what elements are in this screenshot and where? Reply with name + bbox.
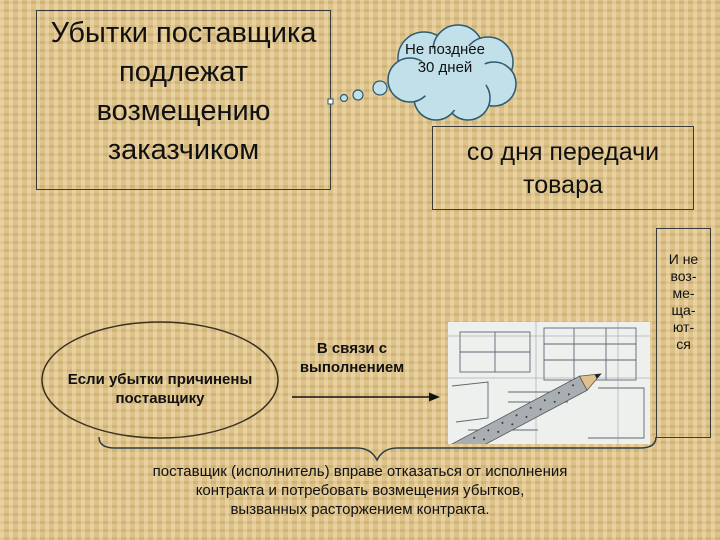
main-statement-line: заказчиком <box>107 134 260 166</box>
condition-ellipse <box>41 321 279 439</box>
not-reimbursed-text: И не воз- ме- ща- ют- ся <box>656 251 711 353</box>
condition-text: Если убытки причинены поставщику <box>44 370 276 408</box>
main-statement-line: возмещению <box>96 95 271 127</box>
date-text: со дня передачи товара <box>432 136 694 202</box>
thought-bubble-large <box>372 80 388 96</box>
arrow-label: В связи с выполнением <box>282 339 422 377</box>
arrow-label-line: В связи с <box>316 340 388 357</box>
condition-line: Если убытки причинены <box>67 371 253 388</box>
bottom-line: поставщик (исполнитель) вправе отказатьс… <box>152 463 568 480</box>
cloud-text: Не позднее 30 дней <box>398 41 492 77</box>
not-reimbursed-line: ща- <box>671 302 696 318</box>
bottom-statement: поставщик (исполнитель) вправе отказатьс… <box>90 462 630 519</box>
pencil <box>448 373 602 444</box>
blueprint-with-pencil-image <box>448 322 650 444</box>
cloud-line: 30 дней <box>417 59 473 76</box>
thought-cloud <box>327 24 517 121</box>
not-reimbursed-line: ся <box>676 336 691 352</box>
bottom-line: вызванных расторжением контракта. <box>230 501 490 518</box>
thought-bubble-medium <box>352 89 364 101</box>
thought-bubble-small <box>339 93 349 103</box>
right-arrow <box>292 392 440 402</box>
main-statement-line: подлежат <box>118 56 248 88</box>
curly-brace <box>98 436 657 462</box>
condition-line: поставщику <box>115 390 205 407</box>
not-reimbursed-line: воз- <box>670 268 697 284</box>
date-line: товара <box>523 171 603 199</box>
bottom-line: контракта и потребовать возмещения убытк… <box>195 482 525 499</box>
not-reimbursed-box <box>656 228 711 438</box>
date-line: со дня передачи <box>466 138 660 166</box>
main-statement-text: Убытки поставщика подлежат возмещению за… <box>36 14 331 170</box>
not-reimbursed-line: ют- <box>672 319 695 335</box>
arrow-label-line: выполнением <box>299 359 405 376</box>
main-statement-line: Убытки поставщика <box>50 17 317 49</box>
not-reimbursed-line: ме- <box>672 285 695 301</box>
cloud-shape <box>387 24 517 121</box>
not-reimbursed-line: И не <box>668 251 699 267</box>
cloud-line: Не позднее <box>405 41 485 58</box>
thought-bubble-dot <box>327 98 334 105</box>
date-box <box>432 126 694 210</box>
